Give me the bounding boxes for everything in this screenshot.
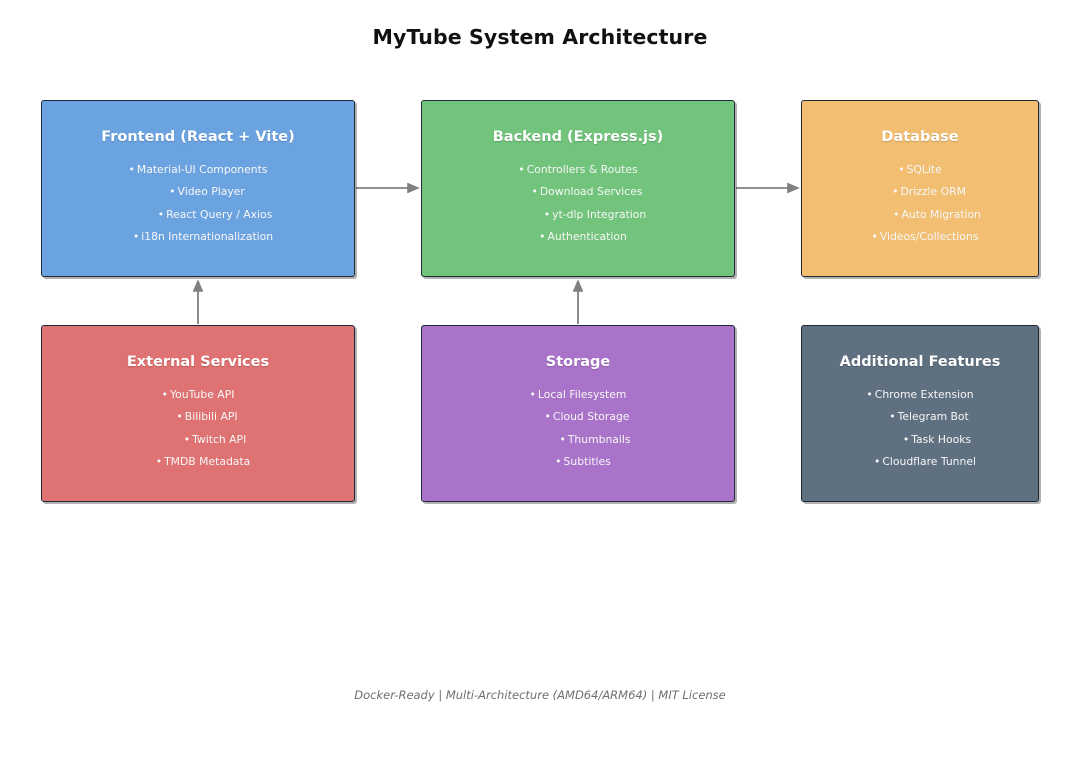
list-item-label: Authentication [547, 230, 627, 244]
list-item-label: Task Hooks [911, 432, 972, 446]
list-item-label: Bilibili API [184, 410, 238, 424]
list-item-label: SQLite [906, 163, 942, 176]
list-item-label: Telegram Bot [897, 410, 969, 424]
list-item: •i18n Internationalization [42, 226, 354, 248]
node-backend[interactable]: Backend (Express.js) •Controllers & Rout… [421, 100, 735, 277]
node-frontend-title: Frontend (React + Vite) [101, 129, 295, 145]
list-item-label: Local Filesystem [537, 388, 627, 401]
list-item: •React Query / Axios [42, 204, 354, 226]
list-item: •Chrome Extension [802, 384, 1038, 406]
node-external-services[interactable]: External Services •YouTube API •Bilibili… [41, 325, 355, 502]
bullet-icon: • [544, 410, 551, 424]
list-item: •Controllers & Routes [422, 159, 734, 181]
bullet-icon: • [898, 163, 905, 176]
bullet-icon: • [866, 388, 873, 401]
list-item: •Local Filesystem [422, 384, 734, 406]
list-item-label: Twitch API [192, 432, 247, 446]
list-item: •Download Services [422, 181, 734, 203]
list-item: •Twitch API [42, 429, 354, 451]
list-item: •TMDB Metadata [42, 451, 354, 473]
list-item: •Drizzle ORM [802, 181, 1038, 203]
bullet-icon: • [555, 455, 562, 469]
list-item: •Material-UI Components [42, 159, 354, 181]
bullet-icon: • [889, 410, 896, 424]
bullet-icon: • [132, 230, 140, 244]
list-item: •Task Hooks [802, 429, 1038, 451]
node-frontend[interactable]: Frontend (React + Vite) •Material-UI Com… [41, 100, 355, 277]
node-backend-items: •Controllers & Routes •Download Services… [422, 159, 734, 249]
list-item-label: i18n Internationalization [141, 230, 274, 244]
list-item: •Auto Migration [802, 204, 1038, 226]
list-item-label: Cloudflare Tunnel [882, 455, 977, 469]
list-item: •Authentication [422, 226, 734, 248]
list-item-label: yt-dlp Integration [552, 207, 647, 221]
bullet-icon: • [543, 207, 551, 221]
node-storage-title: Storage [545, 354, 611, 370]
list-item: •Cloud Storage [422, 406, 734, 428]
list-item-label: Cloud Storage [552, 410, 630, 424]
node-backend-title: Backend (Express.js) [492, 129, 664, 145]
list-item-label: TMDB Metadata [164, 455, 251, 469]
bullet-icon: • [531, 185, 538, 199]
bullet-icon: • [176, 410, 183, 424]
list-item: •YouTube API [42, 384, 354, 406]
bullet-icon: • [183, 432, 191, 446]
bullet-icon: • [871, 230, 878, 244]
node-external-services-title: External Services [126, 354, 270, 370]
node-database-items: •SQLite •Drizzle ORM •Auto Migration •Vi… [802, 159, 1038, 249]
node-additional-features[interactable]: Additional Features •Chrome Extension •T… [801, 325, 1039, 502]
node-additional-features-items: •Chrome Extension •Telegram Bot •Task Ho… [802, 384, 1038, 474]
node-storage-items: •Local Filesystem •Cloud Storage •Thumbn… [422, 384, 734, 474]
list-item: •Telegram Bot [802, 406, 1038, 428]
footer-note: Docker-Ready | Multi-Architecture (AMD64… [354, 688, 726, 702]
bullet-icon: • [902, 432, 910, 446]
bullet-icon: • [155, 455, 163, 469]
bullet-icon: • [873, 455, 881, 469]
bullet-icon: • [161, 388, 168, 401]
list-item-label: Chrome Extension [874, 388, 974, 401]
bullet-icon: • [157, 207, 165, 221]
list-item-label: Videos/Collections [879, 230, 979, 244]
node-database[interactable]: Database •SQLite •Drizzle ORM •Auto Migr… [801, 100, 1039, 277]
page-title: MyTube System Architecture [372, 25, 708, 49]
list-item-label: Auto Migration [901, 207, 981, 221]
node-storage[interactable]: Storage •Local Filesystem •Cloud Storage… [421, 325, 735, 502]
list-item: •Bilibili API [42, 406, 354, 428]
list-item-label: Controllers & Routes [526, 163, 638, 176]
list-item-label: YouTube API [169, 388, 235, 401]
list-item: •Cloudflare Tunnel [802, 451, 1038, 473]
bullet-icon: • [529, 388, 536, 401]
list-item: •Videos/Collections [802, 226, 1038, 248]
bullet-icon: • [559, 432, 566, 446]
node-database-title: Database [881, 129, 959, 145]
bullet-icon: • [539, 230, 546, 244]
list-item-label: Download Services [539, 185, 643, 199]
bullet-icon: • [892, 185, 899, 199]
bullet-icon: • [893, 207, 900, 221]
list-item: •yt-dlp Integration [422, 204, 734, 226]
list-item-label: Material-UI Components [136, 163, 268, 176]
list-item-label: Thumbnails [567, 432, 631, 446]
list-item: •Video Player [42, 181, 354, 203]
list-item-label: Drizzle ORM [900, 185, 966, 199]
list-item-label: Subtitles [563, 455, 611, 469]
list-item: •SQLite [802, 159, 1038, 181]
node-additional-features-title: Additional Features [839, 354, 1001, 370]
node-frontend-items: •Material-UI Components •Video Player •R… [42, 159, 354, 249]
list-item: •Thumbnails [422, 429, 734, 451]
node-external-services-items: •YouTube API •Bilibili API •Twitch API •… [42, 384, 354, 474]
list-item-label: React Query / Axios [166, 207, 273, 221]
bullet-icon: • [169, 185, 176, 199]
bullet-icon: • [128, 163, 135, 176]
bullet-icon: • [518, 163, 525, 176]
list-item-label: Video Player [177, 185, 245, 199]
list-item: •Subtitles [422, 451, 734, 473]
